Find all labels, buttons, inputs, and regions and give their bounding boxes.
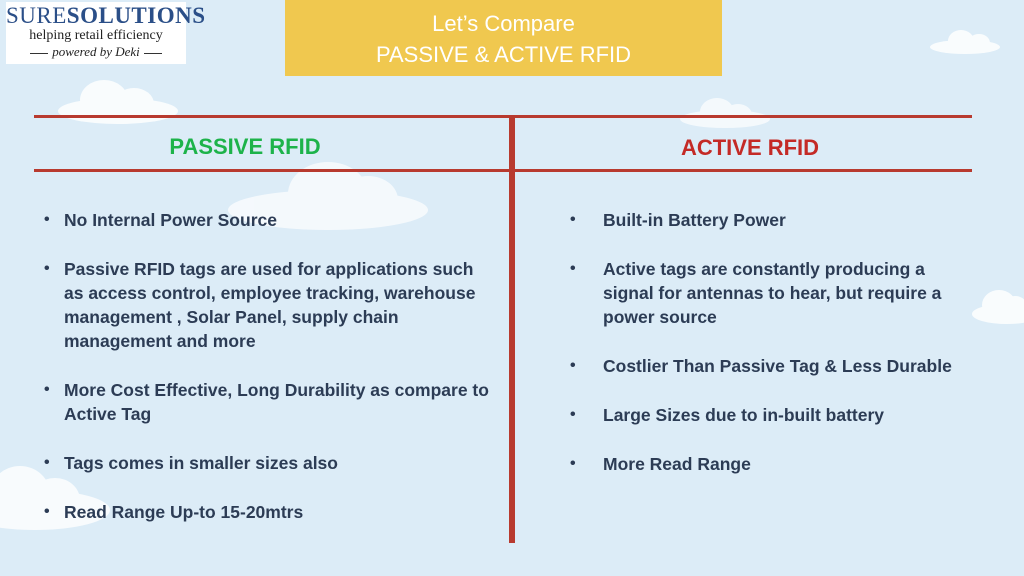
cloud-decoration xyxy=(58,80,178,124)
active-list-item: Built-in Battery Power xyxy=(570,208,980,232)
table-header-divider xyxy=(34,169,972,172)
title-banner: Let’s Compare PASSIVE & ACTIVE RFID xyxy=(285,0,722,76)
passive-rfid-list: No Internal Power Source Passive RFID ta… xyxy=(44,208,494,549)
cloud-decoration xyxy=(972,290,1024,324)
column-divider xyxy=(509,115,515,543)
logo-brand: SURESOLUTIONS xyxy=(6,3,205,28)
passive-list-item: More Cost Effective, Long Durability as … xyxy=(44,378,494,426)
table-top-divider xyxy=(34,115,972,118)
passive-list-item: No Internal Power Source xyxy=(44,208,494,232)
cloud-decoration xyxy=(680,98,770,128)
logo-brand-solutions: SOLUTIONS xyxy=(66,3,206,28)
title-line-1: Let’s Compare xyxy=(432,11,575,36)
active-rfid-heading: ACTIVE RFID xyxy=(680,135,820,160)
logo-powered-by: powered by Deki xyxy=(6,44,186,60)
passive-list-item: Passive RFID tags are used for applicati… xyxy=(44,257,494,353)
active-rfid-list: Built-in Battery Power Active tags are c… xyxy=(570,208,980,501)
active-list-item: Large Sizes due to in-built battery xyxy=(570,403,980,427)
logo-tagline: helping retail efficiency xyxy=(29,28,163,43)
company-logo: SURESOLUTIONS helping retail efficiency … xyxy=(6,2,205,64)
passive-list-item: Tags comes in smaller sizes also xyxy=(44,451,494,475)
cloud-decoration xyxy=(930,30,1000,54)
active-list-item: More Read Range xyxy=(570,452,980,476)
logo-brand-sure: SURE xyxy=(6,3,67,28)
passive-list-item: Read Range Up-to 15-20mtrs xyxy=(44,500,494,524)
passive-rfid-heading: PASSIVE RFID xyxy=(169,134,321,159)
active-list-item: Costlier Than Passive Tag & Less Durable xyxy=(570,354,980,378)
active-list-item: Active tags are constantly producing a s… xyxy=(570,257,980,329)
title-line-2: PASSIVE & ACTIVE RFID xyxy=(375,42,632,67)
